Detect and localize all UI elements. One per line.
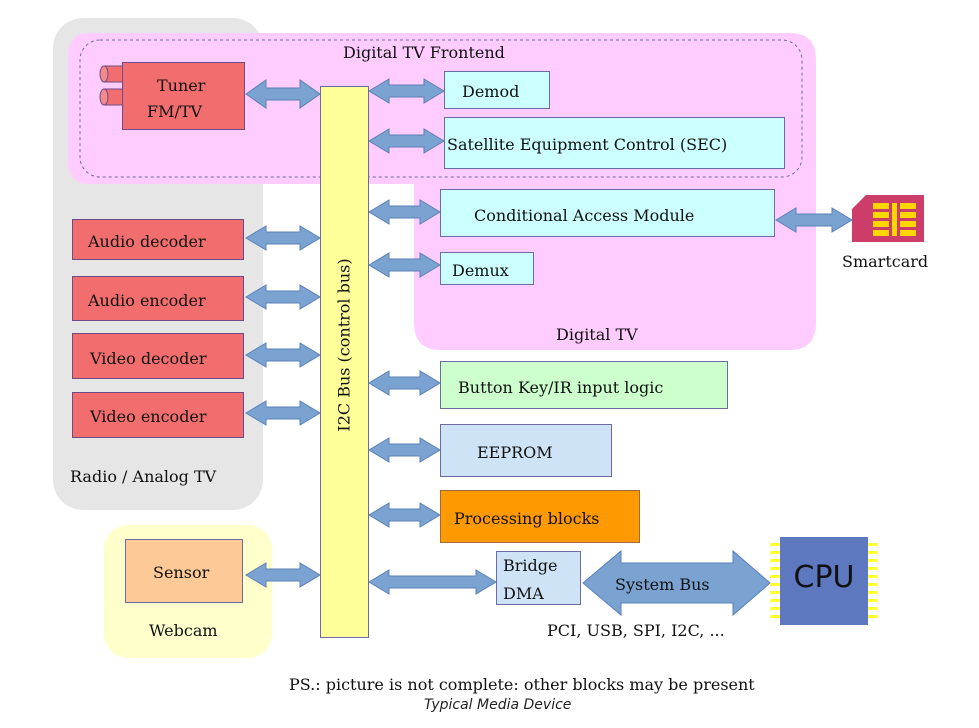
radio-label: Radio / Analog TV	[70, 467, 217, 486]
frontend-region	[79, 39, 803, 178]
demux-block	[440, 252, 534, 285]
digital-tv-label: Digital TV	[556, 325, 638, 344]
demux-label: Demux	[452, 261, 509, 280]
sensor-block	[125, 539, 243, 603]
system-bus-label: System Bus	[615, 575, 710, 594]
smartcard-icon	[852, 195, 924, 242]
cpu-icon	[770, 537, 878, 625]
i2c-bus-label: I2C Bus (control bus)	[334, 258, 354, 432]
figure-caption: Typical Media Device	[424, 697, 572, 713]
eeprom-block	[440, 424, 612, 477]
ps-note: PS.: picture is not complete: other bloc…	[289, 675, 755, 694]
buses-label: PCI, USB, SPI, I2C, ...	[547, 621, 725, 640]
smartcard-label: Smartcard	[842, 252, 929, 271]
demod-block	[444, 71, 550, 109]
i2c-bus	[320, 86, 369, 638]
tuner-block	[122, 62, 245, 130]
audio-decoder-block	[72, 219, 244, 260]
sec-block	[444, 117, 785, 169]
tuner-sub-label: FM/TV	[147, 102, 203, 121]
sensor-label: Sensor	[153, 563, 210, 582]
cpu-label: CPU	[793, 560, 855, 595]
bridge-block	[496, 551, 581, 605]
tuner-label: Tuner	[157, 76, 206, 95]
video-encoder-label: Video encoder	[90, 407, 207, 426]
video-decoder-block	[72, 333, 244, 379]
cam-label: Conditional Access Module	[474, 206, 695, 225]
processing-label: Processing blocks	[454, 509, 600, 528]
audio-decoder-label: Audio decoder	[88, 232, 206, 251]
frontend-label: Digital TV Frontend	[343, 43, 505, 62]
video-decoder-label: Video decoder	[90, 349, 207, 368]
arrow-bus-eeprom	[368, 437, 441, 463]
arrow-bus-processing	[368, 502, 441, 528]
audio-encoder-label: Audio encoder	[88, 291, 206, 310]
bridge-label: Bridge	[503, 556, 558, 575]
processing-block	[440, 490, 640, 543]
arrow-bus-bridge	[368, 569, 497, 595]
dma-label: DMA	[503, 584, 544, 603]
webcam-label: Webcam	[149, 621, 218, 640]
sec-label: Satellite Equipment Control (SEC)	[447, 135, 728, 154]
cam-block	[440, 189, 775, 237]
demod-label: Demod	[462, 82, 520, 101]
button-label: Button Key/IR input logic	[458, 378, 664, 397]
eeprom-label: EEPROM	[477, 443, 553, 462]
arrow-bus-button	[368, 370, 441, 396]
audio-encoder-block	[72, 276, 244, 321]
button-block	[440, 361, 728, 409]
video-encoder-block	[72, 392, 244, 438]
